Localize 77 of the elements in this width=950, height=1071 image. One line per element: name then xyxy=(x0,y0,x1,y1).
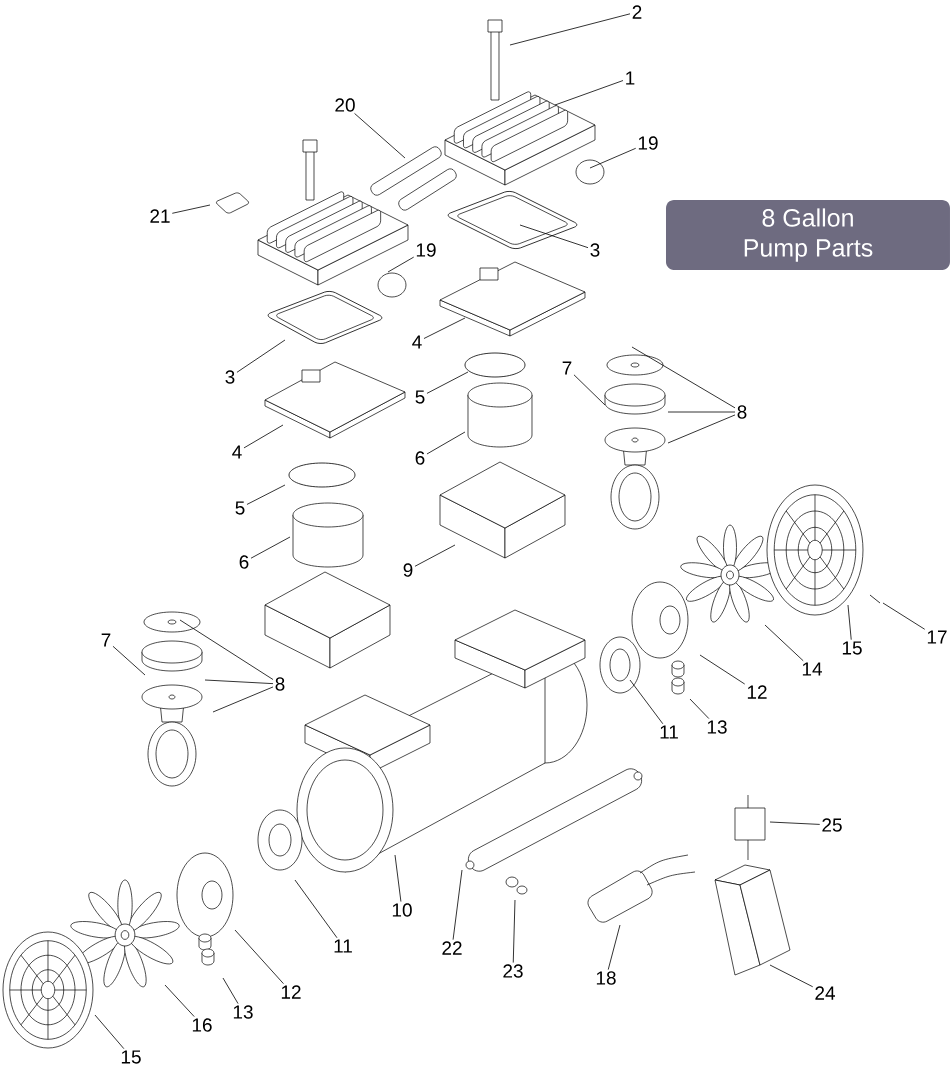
leader-line xyxy=(354,113,406,159)
callout-number: 14 xyxy=(802,662,822,676)
callout-number: 9 xyxy=(403,563,413,577)
callout-number: 24 xyxy=(815,986,835,1000)
callout-number: 3 xyxy=(590,243,600,257)
leader-line xyxy=(234,929,284,985)
leader-line xyxy=(246,484,286,505)
leader-line xyxy=(426,371,469,394)
leader-line xyxy=(512,899,516,963)
leader-line xyxy=(769,964,814,988)
title-badge: 8 Gallon Pump Parts xyxy=(666,200,950,270)
callout-number: 6 xyxy=(415,451,425,465)
callout-number: 13 xyxy=(233,1005,253,1019)
callout-number: 15 xyxy=(121,1050,141,1064)
callout-number: 4 xyxy=(412,335,422,349)
leader-line xyxy=(764,624,804,662)
leader-line xyxy=(250,536,291,559)
callout-number: 19 xyxy=(416,243,436,257)
callout-number: 7 xyxy=(101,633,111,647)
leader-line xyxy=(452,869,463,941)
callout-number: 16 xyxy=(192,1018,212,1032)
leader-line xyxy=(667,411,736,413)
callout-number: 11 xyxy=(660,725,678,739)
leader-line xyxy=(699,654,746,685)
leader-line xyxy=(179,619,274,680)
callout-number: 5 xyxy=(415,390,425,404)
callout-number: 12 xyxy=(747,685,767,699)
callout-number: 18 xyxy=(596,971,616,985)
leader-line xyxy=(243,424,284,449)
callout-number: 2 xyxy=(632,5,642,19)
leader-line xyxy=(554,80,624,106)
callout-number: 1 xyxy=(626,71,635,85)
callout-number: 12 xyxy=(281,985,301,999)
leader-line xyxy=(387,256,415,273)
leader-line xyxy=(426,431,466,455)
leader-line xyxy=(847,604,852,641)
leader-line xyxy=(212,686,274,713)
leader-line xyxy=(629,679,664,725)
callout-number: 22 xyxy=(442,941,462,955)
leader-line xyxy=(607,924,621,970)
callout-number: 3 xyxy=(225,370,235,384)
callout-number: 7 xyxy=(562,361,572,375)
callout-number: 4 xyxy=(232,445,242,459)
leader-line xyxy=(519,224,589,249)
leader-line xyxy=(204,679,274,685)
leader-line xyxy=(573,374,606,406)
leader-line xyxy=(882,602,926,630)
callout-number: 23 xyxy=(503,964,523,978)
callout-number: 10 xyxy=(392,903,412,917)
leader-line xyxy=(423,317,466,339)
callout-number: 15 xyxy=(842,641,862,655)
callout-number: 25 xyxy=(822,818,842,832)
callout-number: 8 xyxy=(737,405,747,419)
leader-line xyxy=(631,346,736,409)
callout-number: 17 xyxy=(927,630,947,644)
leader-line xyxy=(689,698,710,719)
leader-line xyxy=(509,13,631,46)
callout-number: 21 xyxy=(150,209,170,223)
callout-number: 13 xyxy=(707,720,727,734)
callout-number: 8 xyxy=(275,677,285,691)
callout-number: 5 xyxy=(235,501,245,515)
callout-number: 20 xyxy=(335,98,355,112)
leader-line xyxy=(222,977,239,1004)
leader-line xyxy=(667,414,736,444)
leader-line xyxy=(164,984,195,1017)
leader-line xyxy=(414,544,456,567)
leader-line xyxy=(589,147,637,169)
leader-line xyxy=(394,854,402,902)
leader-line xyxy=(294,879,338,939)
callout-number: 19 xyxy=(638,136,658,150)
callout-number: 11 xyxy=(334,939,352,953)
leader-line xyxy=(94,1014,125,1050)
leader-line xyxy=(769,821,821,825)
leader-line xyxy=(112,645,146,676)
leader-line xyxy=(171,204,211,214)
callout-number: 6 xyxy=(239,555,249,569)
leader-line xyxy=(236,339,286,373)
